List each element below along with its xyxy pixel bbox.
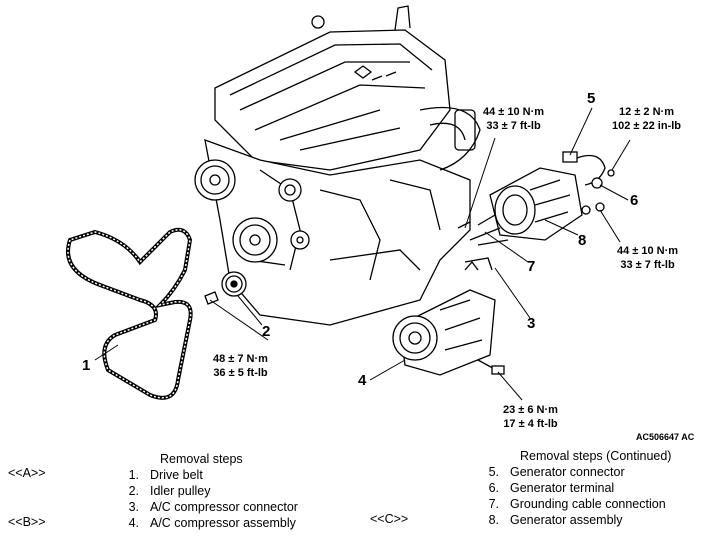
step-number: 1. <box>128 468 139 482</box>
step-text: Generator connector <box>510 465 625 479</box>
step-ref-b: <<B>> <box>8 515 46 529</box>
callout-7: 7 <box>527 258 536 275</box>
step-item: 3. A/C compressor connector <box>121 499 361 515</box>
step-number: 8. <box>488 513 499 527</box>
step-number: 2. <box>128 484 139 498</box>
torque-nm: 44 ± 10 N·m <box>483 106 545 118</box>
torque-nm: 12 ± 2 N·m <box>619 106 674 118</box>
callout-2: 2 <box>262 323 271 340</box>
leader-lines <box>94 107 631 401</box>
torque-spec-compressor: 23 ± 6 N·m 17 ± 4 ft-lb <box>503 403 558 431</box>
step-item: 5. Generator connector <box>481 464 701 480</box>
torque-inlb: 102 ± 22 in-lb <box>612 120 682 132</box>
step-text: A/C compressor assembly <box>150 516 296 530</box>
torque-spec-idler: 48 ± 7 N·m 36 ± 5 ft-lb <box>213 352 268 380</box>
torque-ftlb: 33 ± 7 ft-lb <box>486 120 541 132</box>
step-ref-a: <<A>> <box>8 466 46 480</box>
step-item: 2. Idler pulley <box>121 483 361 499</box>
torque-spec-generator-lower: 44 ± 10 N·m 33 ± 7 ft-lb <box>617 244 678 272</box>
torque-ftlb: 17 ± 4 ft-lb <box>503 418 558 430</box>
step-item: 4. A/C compressor assembly <box>121 515 361 531</box>
torque-nm: 44 ± 10 N·m <box>617 245 679 257</box>
step-item: 7. Grounding cable connection <box>481 496 701 512</box>
callout-1: 1 <box>82 357 91 374</box>
step-text: A/C compressor connector <box>150 500 298 514</box>
torque-spec-generator-upper: 44 ± 10 N·m 33 ± 7 ft-lb <box>483 105 544 133</box>
callout-8: 8 <box>578 232 587 249</box>
step-number: 4. <box>128 516 139 530</box>
callout-4: 4 <box>358 372 367 389</box>
step-text: Generator terminal <box>510 481 615 495</box>
step-item: 1. Drive belt <box>121 467 361 483</box>
step-item: 6. Generator terminal <box>481 480 701 496</box>
engine-illustration <box>194 5 481 326</box>
step-text: Generator assembly <box>510 513 623 527</box>
step-text: Drive belt <box>150 468 203 482</box>
step-text: Idler pulley <box>150 484 211 498</box>
ground-cable <box>457 221 509 271</box>
torque-spec-terminal: 12 ± 2 N·m 102 ± 22 in-lb <box>612 105 681 133</box>
ac-compressor <box>392 260 505 376</box>
torque-ftlb: 33 ± 7 ft-lb <box>620 259 675 271</box>
engine-diagram <box>66 5 631 401</box>
step-number: 5. <box>488 465 499 479</box>
torque-ftlb: 36 ± 5 ft-lb <box>213 367 268 379</box>
drive-belt <box>66 227 193 400</box>
step-text: Grounding cable connection <box>510 497 666 511</box>
callout-6: 6 <box>630 192 639 209</box>
generator-connector <box>562 151 615 215</box>
steps-list: 5. Generator connector 6. Generator termin… <box>481 464 701 528</box>
step-number: 6. <box>488 481 499 495</box>
steps-title: Removal steps <box>160 452 243 466</box>
steps-title: Removal steps (Continued) <box>520 449 672 463</box>
step-ref-c: <<C>> <box>370 512 409 526</box>
callout-3: 3 <box>527 315 536 332</box>
generator <box>469 167 583 241</box>
figure-code: AC506647 AC <box>636 432 695 442</box>
step-item: 8. Generator assembly <box>481 512 701 528</box>
torque-nm: 48 ± 7 N·m <box>213 353 268 365</box>
callout-5: 5 <box>587 90 596 107</box>
torque-nm: 23 ± 6 N·m <box>503 404 558 416</box>
steps-list: 1. Drive belt 2. Idler pulley 3. A/C compre… <box>121 467 361 531</box>
step-number: 3. <box>128 500 139 514</box>
step-number: 7. <box>488 497 499 511</box>
